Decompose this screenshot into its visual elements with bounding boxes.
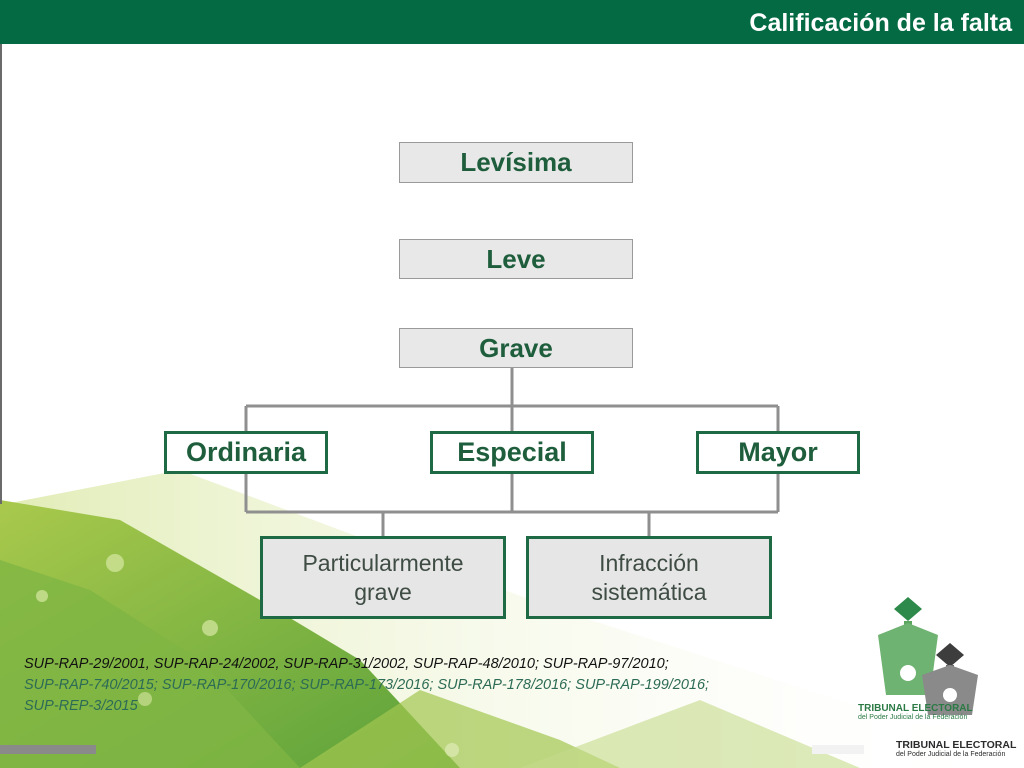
type-especial-label: Especial xyxy=(457,437,567,467)
tribunal-electoral-logo xyxy=(878,597,978,715)
level-grave-box: Grave xyxy=(399,328,633,368)
footer-bar-left xyxy=(0,745,96,754)
slide-title: Calificación de la falta xyxy=(749,9,1012,37)
logo-name-back: TRIBUNAL ELECTORAL xyxy=(858,703,973,714)
references-line-1: SUP-RAP-29/2001, SUP-RAP-24/2002, SUP-RA… xyxy=(24,656,669,672)
logo-name: TRIBUNAL ELECTORAL xyxy=(896,739,1017,751)
infraccion-sistematica-box: Infracción sistemática xyxy=(526,536,772,619)
level-levisima-box: Levísima xyxy=(399,142,633,183)
level-levisima-label: Levísima xyxy=(460,147,572,177)
particularmente-grave-line2: grave xyxy=(354,578,412,605)
level-grave-label: Grave xyxy=(479,332,553,363)
level-leve-box: Leve xyxy=(399,239,633,279)
infraccion-sistematica-line1: Infracción xyxy=(599,549,699,576)
references-line-2: SUP-RAP-740/2015; SUP-RAP-170/2016; SUP-… xyxy=(24,677,710,693)
case-references: SUP-RAP-29/2001, SUP-RAP-24/2002, SUP-RA… xyxy=(24,654,854,717)
footer-bar-right xyxy=(812,745,864,754)
logo-emblem-gray xyxy=(922,643,978,715)
left-rule xyxy=(0,44,2,504)
type-mayor-label: Mayor xyxy=(738,437,818,467)
type-ordinaria-label: Ordinaria xyxy=(185,437,307,467)
references-line-3: SUP-REP-3/2015 xyxy=(24,698,138,714)
level-leve-label: Leve xyxy=(486,243,546,274)
particularmente-grave-box: Particularmente grave xyxy=(260,536,506,619)
header-bar: Calificación de la falta xyxy=(0,0,1024,44)
infraccion-sistematica-line2: sistemática xyxy=(591,578,707,605)
particularmente-grave-line1: Particularmente xyxy=(302,549,464,576)
type-ordinaria-box: Ordinaria xyxy=(164,431,328,474)
type-mayor-box: Mayor xyxy=(696,431,860,474)
logo-subtitle: del Poder Judicial de la Federación xyxy=(896,751,1006,758)
logo-subtitle-back: del Poder Judicial de la Federación xyxy=(858,714,968,721)
type-especial-box: Especial xyxy=(430,431,594,474)
